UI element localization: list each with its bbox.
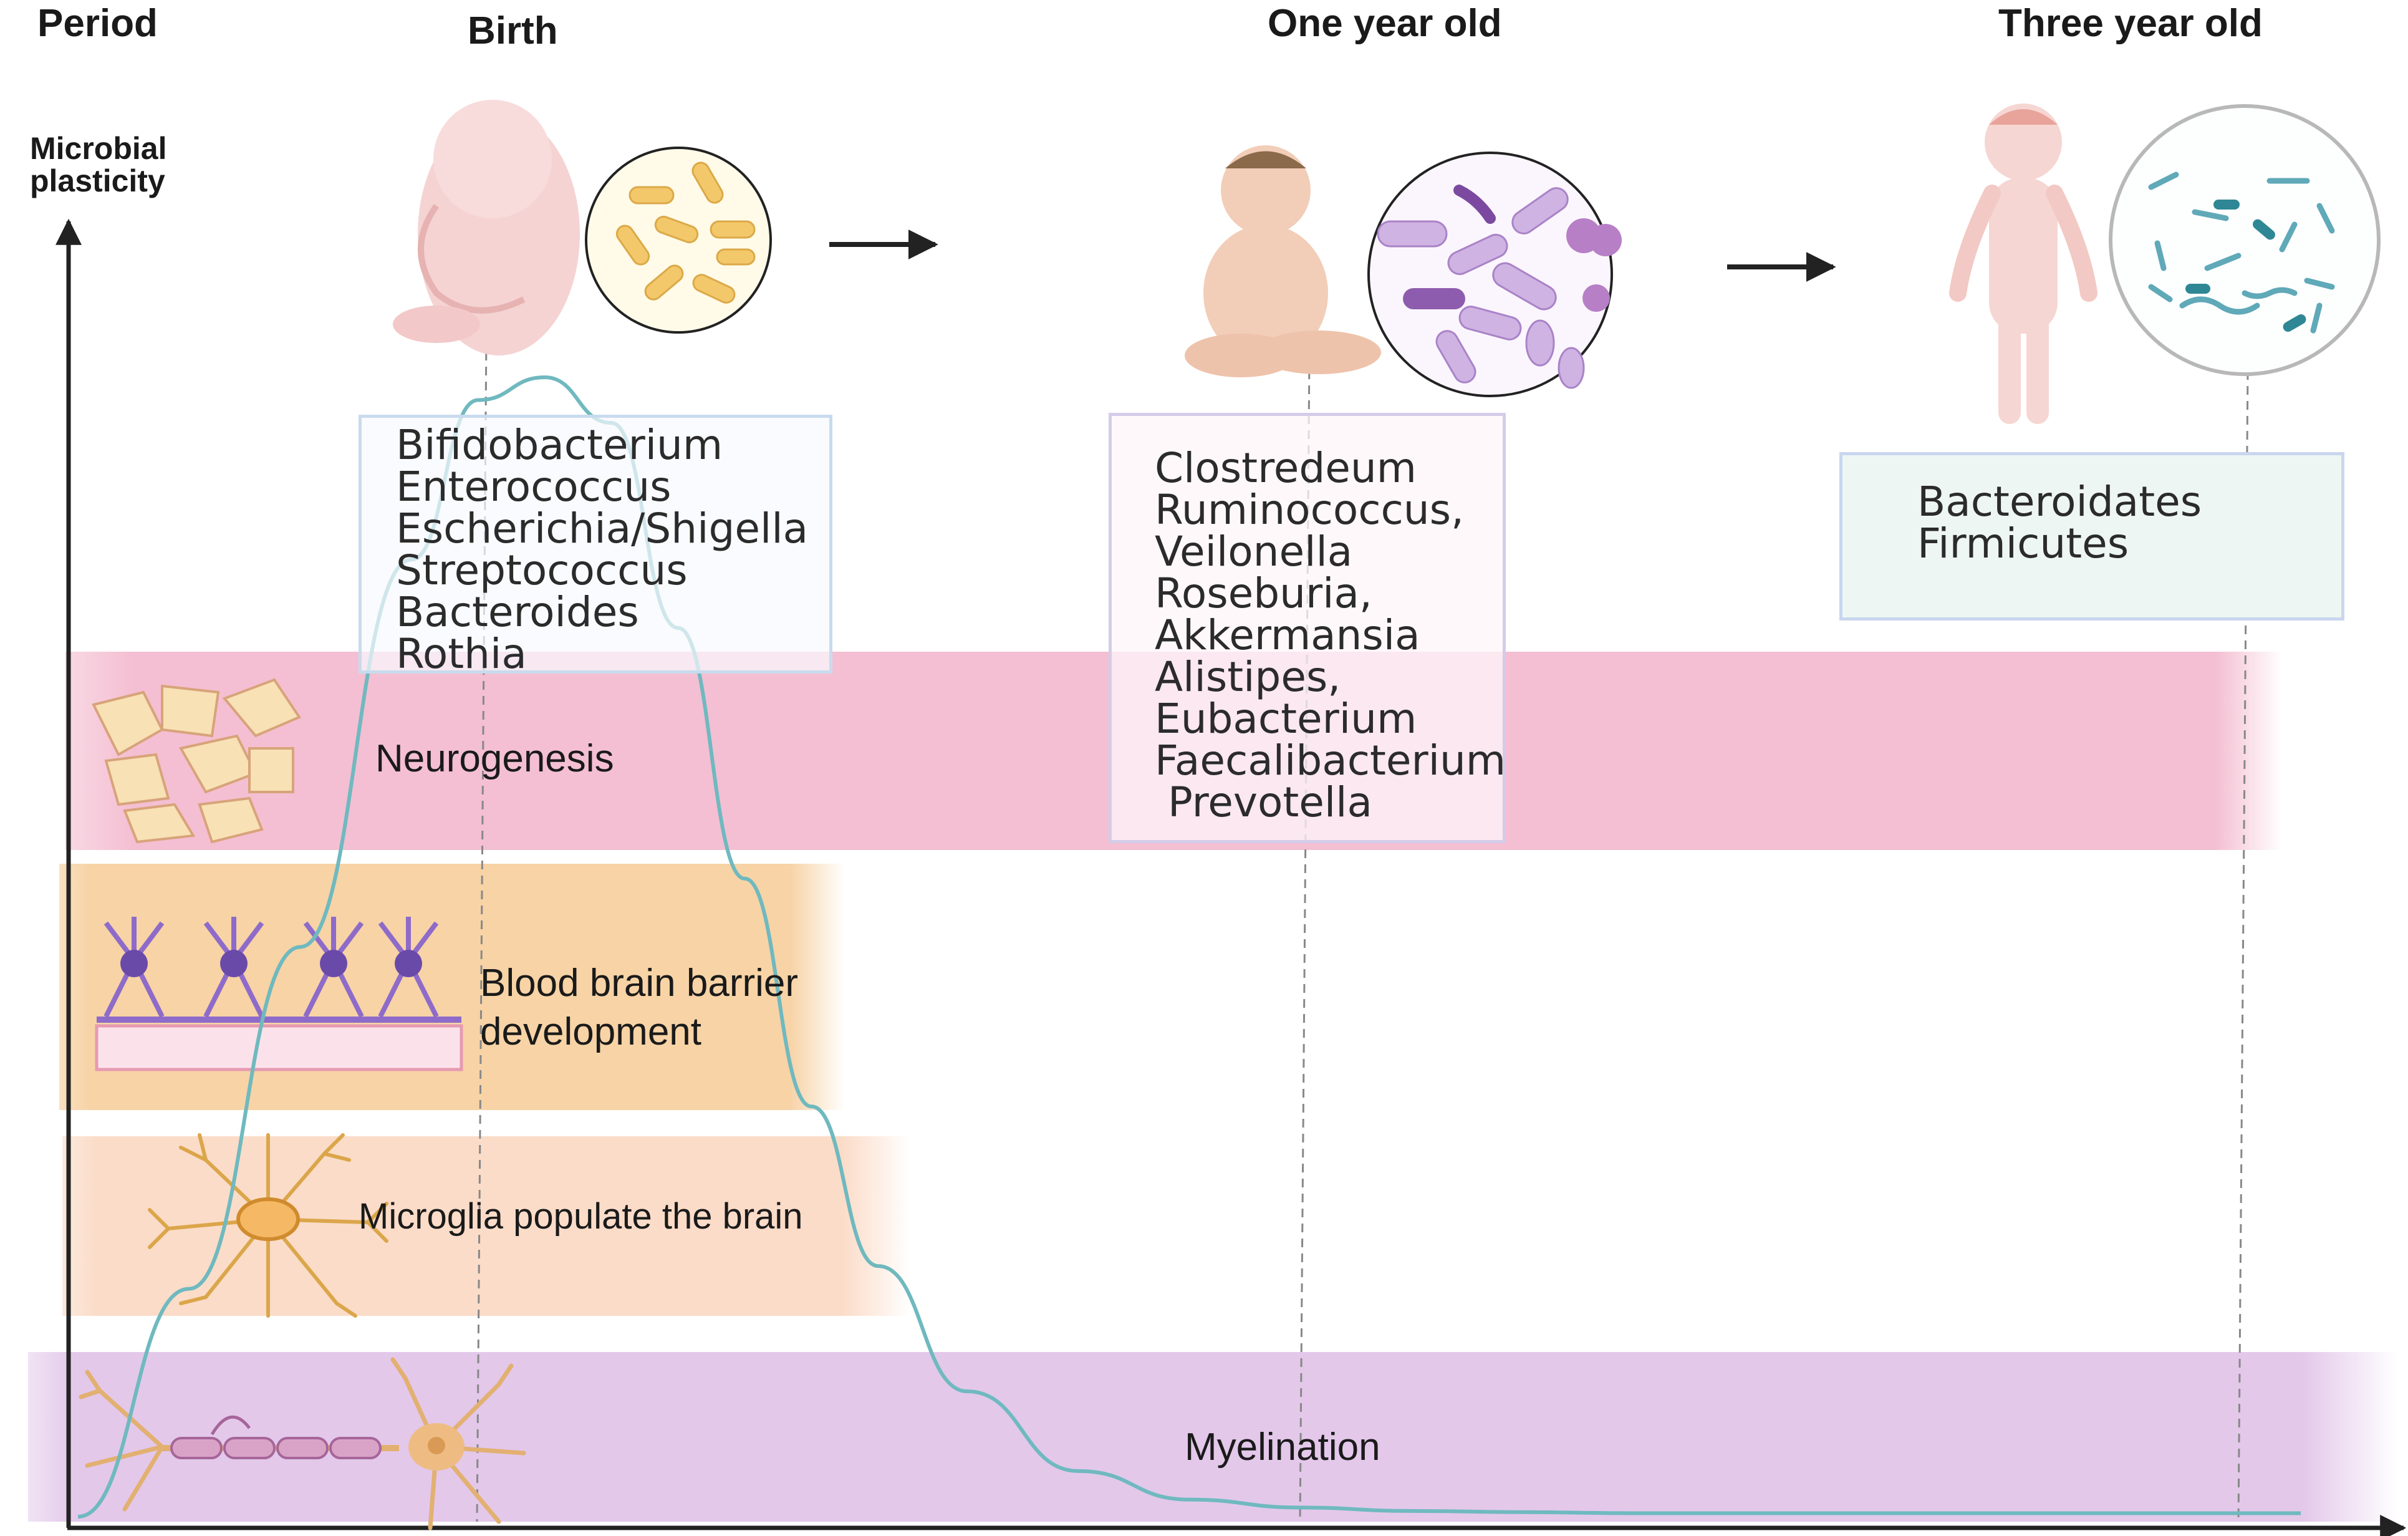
one-year-bacteria-icon — [1367, 152, 1622, 397]
infant-icon — [1185, 145, 1381, 377]
three-year-bacteria-icon — [2109, 104, 2381, 376]
one-year-header: One year old — [1268, 2, 1502, 45]
three-year-guide-line — [2237, 370, 2249, 1522]
fetus-icon — [393, 100, 580, 355]
microglia-icon — [148, 1133, 388, 1318]
myelination-label: Myelination — [1185, 1426, 1380, 1469]
blood-brain-barrier-icon — [95, 917, 463, 1071]
neurogenesis-cells-icon — [92, 678, 301, 844]
three-year-microbe-box — [1839, 452, 2344, 621]
microbe-item: Roseburia, — [1155, 569, 1372, 617]
period-header: Period — [37, 2, 158, 45]
three-year-header: Three year old — [1998, 2, 2263, 45]
bbb-label: Blood brain barrier development — [480, 959, 798, 1056]
neurogenesis-label: Neurogenesis — [375, 737, 614, 780]
microbe-item: Akkermansia — [1155, 611, 1420, 659]
microbe-item: Ruminococcus, — [1155, 486, 1464, 534]
microbe-item: Firmicutes — [1917, 519, 2129, 568]
microbe-item: Enterococcus — [396, 463, 672, 511]
y-axis-label-line-2: plasticity — [30, 163, 165, 198]
microbe-item: Alistipes, — [1155, 653, 1341, 701]
microbe-item: Eubacterium — [1155, 695, 1417, 743]
birth-header: Birth — [468, 9, 558, 52]
y-axis-label-line-1: Microbial — [30, 131, 167, 166]
microbe-item: Escherichia/Shigella — [396, 505, 809, 553]
microbe-item: Veilonella — [1155, 528, 1353, 576]
one-year-microbe-box — [1109, 413, 1506, 843]
microbe-item: Faecalibacterium — [1155, 737, 1506, 785]
microbial-plasticity-curve — [77, 375, 2301, 1519]
microbe-item: Bacteroidates — [1917, 478, 2202, 526]
microbe-item: Bifidobacterium — [396, 421, 723, 469]
microbe-item: Streptococcus — [396, 546, 688, 594]
myelinated-neuron-icon — [79, 1357, 526, 1530]
bbb-label-line-1: Blood brain barrier — [480, 962, 799, 1005]
birth-bacteria-icon — [585, 147, 772, 334]
birth-microbe-box — [359, 415, 832, 674]
toddler-icon — [1949, 104, 2097, 424]
microbe-item: Prevotella — [1155, 778, 1372, 826]
bbb-label-line-2: development — [480, 1010, 702, 1053]
microglia-label: Microglia populate the brain — [359, 1196, 803, 1237]
microbe-item: Bacteroides — [396, 588, 639, 636]
microbe-item: Clostredeum — [1155, 444, 1417, 492]
y-axis-label: Microbial plasticity — [30, 132, 166, 197]
microbe-item: Rothia — [396, 630, 527, 678]
